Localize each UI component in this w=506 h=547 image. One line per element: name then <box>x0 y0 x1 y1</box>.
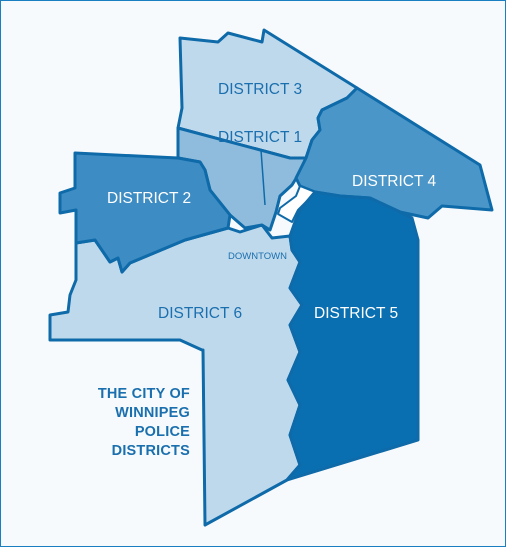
district-2-area[interactable] <box>58 151 232 274</box>
district-5-label: DISTRICT 5 <box>314 305 398 322</box>
title-line-2: WINNIPEG <box>115 405 190 421</box>
district-6-area[interactable] <box>48 223 304 527</box>
title-line-4: DISTRICTS <box>112 443 190 459</box>
downtown-label: DOWNTOWN <box>228 251 287 262</box>
district-5-area[interactable] <box>285 190 420 482</box>
map-title: THE CITY OF WINNIPEG POLICE DISTRICTS <box>98 386 190 459</box>
district-1-label: DISTRICT 1 <box>218 129 302 146</box>
district-4-label: DISTRICT 4 <box>352 173 436 190</box>
title-line-1: THE CITY OF <box>98 386 190 402</box>
district-1-pointer <box>260 149 266 206</box>
district-6-label: DISTRICT 6 <box>158 305 242 322</box>
title-line-3: POLICE <box>135 424 190 440</box>
district-2-label: DISTRICT 2 <box>107 190 191 207</box>
district-3-label: DISTRICT 3 <box>218 81 302 98</box>
